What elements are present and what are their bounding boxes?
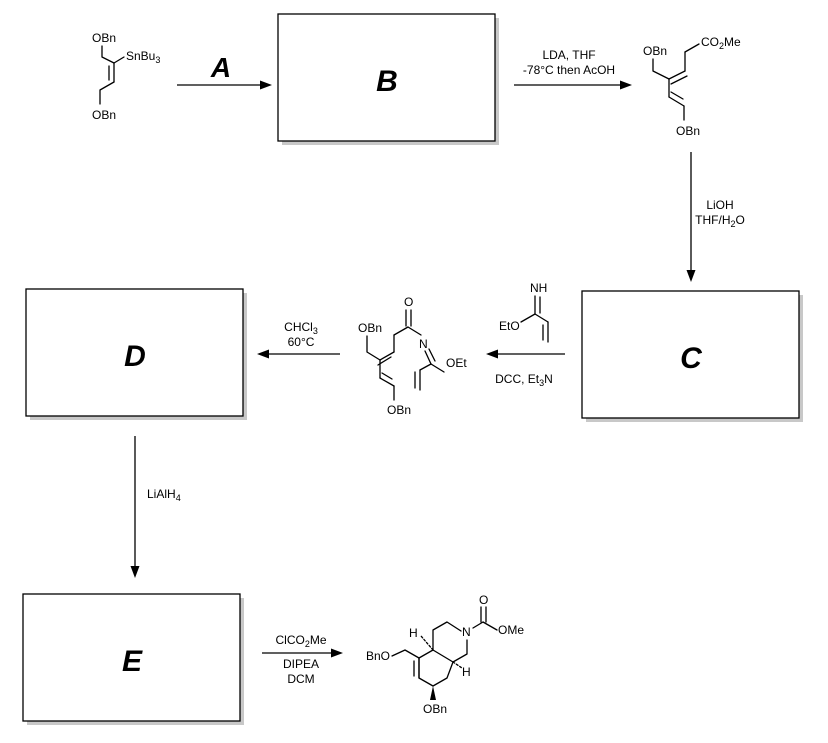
imidate-nh: NH: [530, 281, 547, 295]
prod-o: O: [479, 593, 488, 607]
molecule-imidate: NH EtO: [499, 281, 549, 343]
cond-lda-thf: LDA, THF: [542, 48, 595, 62]
box-e-label: E: [122, 645, 143, 678]
start-snbu3: SnBu3: [126, 49, 160, 65]
imide-n: N: [419, 337, 428, 351]
molecule-ester-diene: OBn CO2Me OBn: [643, 35, 741, 138]
cond-clco2me: ClCO2Me: [275, 633, 326, 649]
cond-dcc-et3n: DCC, Et3N: [495, 372, 553, 388]
cond-dcm: DCM: [287, 672, 314, 686]
molecule-starting-stannane: OBn SnBu3 OBn: [92, 31, 160, 122]
box-c: C: [581, 290, 803, 422]
ester-obn-top: OBn: [643, 44, 667, 58]
molecule-imide-triene: O OBn OBn N OEt: [358, 295, 467, 417]
cond-lialh4: LiAlH4: [147, 487, 181, 503]
molecule-product: O OMe N H H BnO OBn: [366, 593, 524, 716]
reagent-a-label: A: [210, 52, 231, 83]
arrow-imide-to-d: CHCl3 60°C: [257, 320, 340, 359]
box-b-label: B: [376, 65, 398, 98]
ester-co2me: CO2Me: [701, 35, 741, 51]
cond-temp-acoh: -78°C then AcOH: [523, 63, 615, 77]
prod-n: N: [462, 625, 471, 639]
imide-oet: OEt: [446, 356, 467, 370]
prod-obn: OBn: [423, 702, 447, 716]
cond-60c: 60°C: [288, 335, 315, 349]
arrow-c-to-imide: DCC, Et3N: [486, 349, 565, 388]
box-d-label: D: [124, 340, 146, 373]
box-d: D: [25, 288, 247, 420]
box-e: E: [22, 593, 244, 725]
ester-obn-bottom: OBn: [676, 124, 700, 138]
cond-lioh: LiOH: [706, 198, 733, 212]
arrow-ester-to-c: LiOH THF/H2O: [686, 152, 745, 282]
cond-chcl3: CHCl3: [284, 320, 318, 336]
arrow-start-to-b: A: [177, 52, 272, 90]
imide-o: O: [404, 295, 413, 309]
box-c-label: C: [680, 342, 703, 375]
prod-bno: BnO: [366, 649, 390, 663]
box-b: B: [277, 13, 499, 145]
cond-thf-h2o: THF/H2O: [695, 213, 745, 229]
cond-dipea: DIPEA: [283, 657, 319, 671]
arrow-e-to-product: ClCO2Me DIPEA DCM: [262, 633, 343, 686]
start-obn-top: OBn: [92, 31, 116, 45]
arrow-b-to-ester: LDA, THF -78°C then AcOH: [514, 48, 632, 90]
prod-h-top: H: [409, 626, 418, 640]
imide-obn-bottom: OBn: [387, 403, 411, 417]
prod-ome: OMe: [498, 623, 524, 637]
imide-obn-top: OBn: [358, 321, 382, 335]
prod-h-bottom: H: [462, 665, 471, 679]
start-obn-bottom: OBn: [92, 108, 116, 122]
imidate-eto: EtO: [499, 319, 520, 333]
arrow-d-to-e: LiAlH4: [130, 436, 181, 578]
